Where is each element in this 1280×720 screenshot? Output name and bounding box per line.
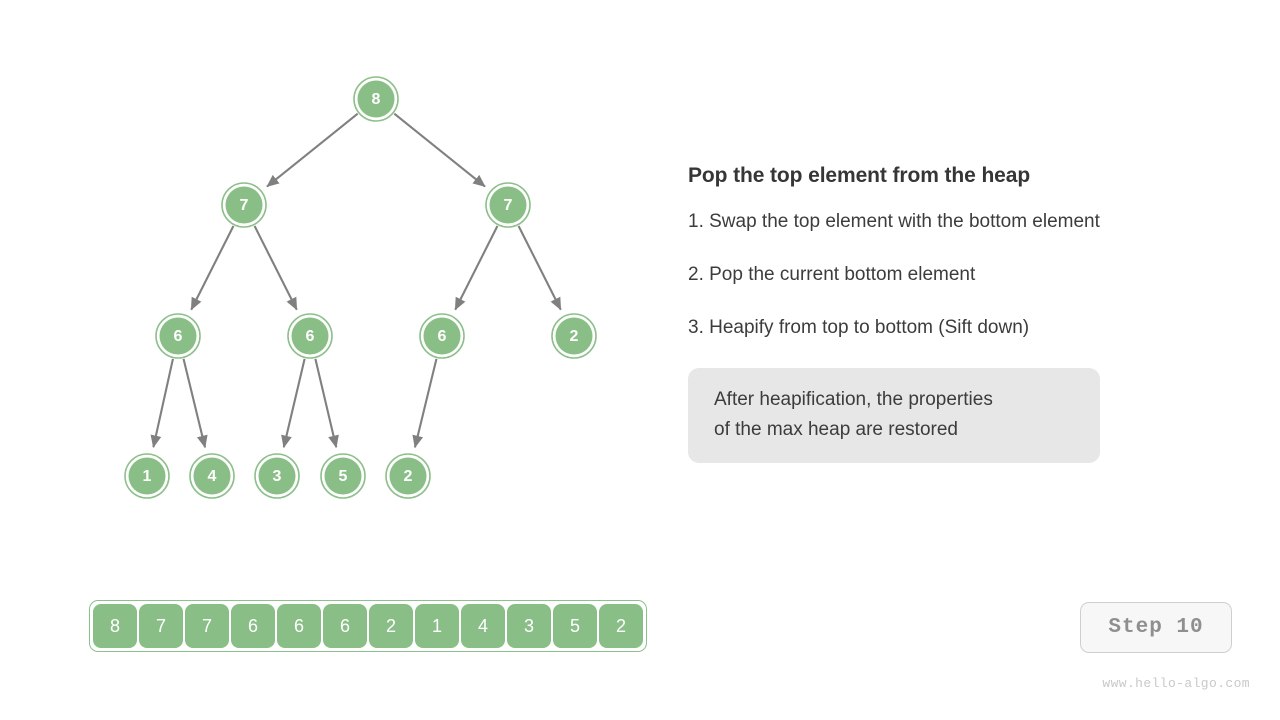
array-cell: 7 — [185, 604, 229, 648]
tree-node-fill — [555, 317, 593, 355]
tree-node-fill — [225, 186, 263, 224]
panel-step-1: 1. Swap the top element with the bottom … — [688, 211, 1100, 233]
tree-node-fill — [423, 317, 461, 355]
watermark: www.hello-algo.com — [1102, 676, 1250, 691]
tree-node: 7 — [221, 182, 267, 228]
tree-node: 6 — [287, 313, 333, 359]
tree-node-fill — [357, 80, 395, 118]
tree-edge — [393, 112, 486, 188]
tree-node: 2 — [385, 453, 431, 499]
tree-node-fill — [159, 317, 197, 355]
tree-node: 1 — [124, 453, 170, 499]
array-cell: 6 — [277, 604, 321, 648]
array-cell: 3 — [507, 604, 551, 648]
tree-node-fill — [489, 186, 527, 224]
binary-tree-diagram: 8 7 7 6 6 6 2 1 4 3 5 2 — [124, 76, 597, 499]
array-cell: 5 — [553, 604, 597, 648]
step-badge: Step 10 — [1080, 602, 1232, 653]
tree-node-label: 6 — [306, 328, 315, 345]
tree-node: 4 — [189, 453, 235, 499]
tree-edge — [182, 358, 208, 449]
tree-node-fill — [291, 317, 329, 355]
explanation-panel: Pop the top element from the heap 1. Swa… — [688, 163, 1248, 464]
array-cell: 7 — [139, 604, 183, 648]
tree-node-label: 4 — [208, 468, 217, 485]
tree-node-label: 3 — [273, 468, 282, 485]
tree-node: 6 — [419, 313, 465, 359]
array-cell: 6 — [231, 604, 275, 648]
tree-edge — [190, 225, 235, 311]
array-cell: 2 — [599, 604, 643, 648]
tree-node-label: 8 — [372, 91, 381, 108]
tree-node-group: 8 7 7 6 6 6 2 1 4 3 5 2 — [124, 76, 597, 499]
panel-step-2: 2. Pop the current bottom element — [688, 263, 976, 285]
step-badge-label: Step 10 — [1108, 616, 1204, 639]
tree-node: 6 — [155, 313, 201, 359]
array-cell: 4 — [461, 604, 505, 648]
tree-edge — [281, 358, 306, 449]
callout-line-1: After heapification, the properties — [714, 389, 993, 411]
array-cell: 1 — [415, 604, 459, 648]
tree-edge — [412, 358, 438, 449]
tree-node-fill — [258, 457, 296, 495]
callout-line-2: of the max heap are restored — [714, 418, 958, 440]
tree-edge — [517, 225, 562, 311]
panel-title: Pop the top element from the heap — [688, 164, 1031, 187]
tree-edge — [150, 358, 174, 449]
tree-node: 3 — [254, 453, 300, 499]
array-cell: 2 — [369, 604, 413, 648]
tree-edge-group — [150, 112, 562, 449]
callout-box: After heapification, the properties of t… — [688, 368, 1100, 464]
tree-node-label: 6 — [174, 328, 183, 345]
array-cell: 6 — [323, 604, 367, 648]
tree-node-label: 7 — [504, 197, 513, 214]
panel-step-3: 3. Heapify from top to bottom (Sift down… — [688, 316, 1030, 338]
tree-node: 2 — [551, 313, 597, 359]
tree-node-fill — [193, 457, 231, 495]
tree-node-label: 2 — [570, 328, 579, 345]
tree-edge — [314, 358, 339, 449]
tree-node-fill — [128, 457, 166, 495]
tree-node-fill — [324, 457, 362, 495]
tree-node: 7 — [485, 182, 531, 228]
tree-node-label: 6 — [438, 328, 447, 345]
array-cell: 8 — [93, 604, 137, 648]
tree-node-label: 2 — [404, 468, 413, 485]
tree-edge — [266, 112, 359, 188]
tree-node: 8 — [353, 76, 399, 122]
tree-node-label: 5 — [339, 468, 348, 485]
tree-node-fill — [389, 457, 427, 495]
tree-node-label: 1 — [143, 468, 152, 485]
tree-node-label: 7 — [240, 197, 249, 214]
tree-edge — [253, 225, 298, 311]
tree-node: 5 — [320, 453, 366, 499]
tree-edge — [454, 225, 499, 311]
